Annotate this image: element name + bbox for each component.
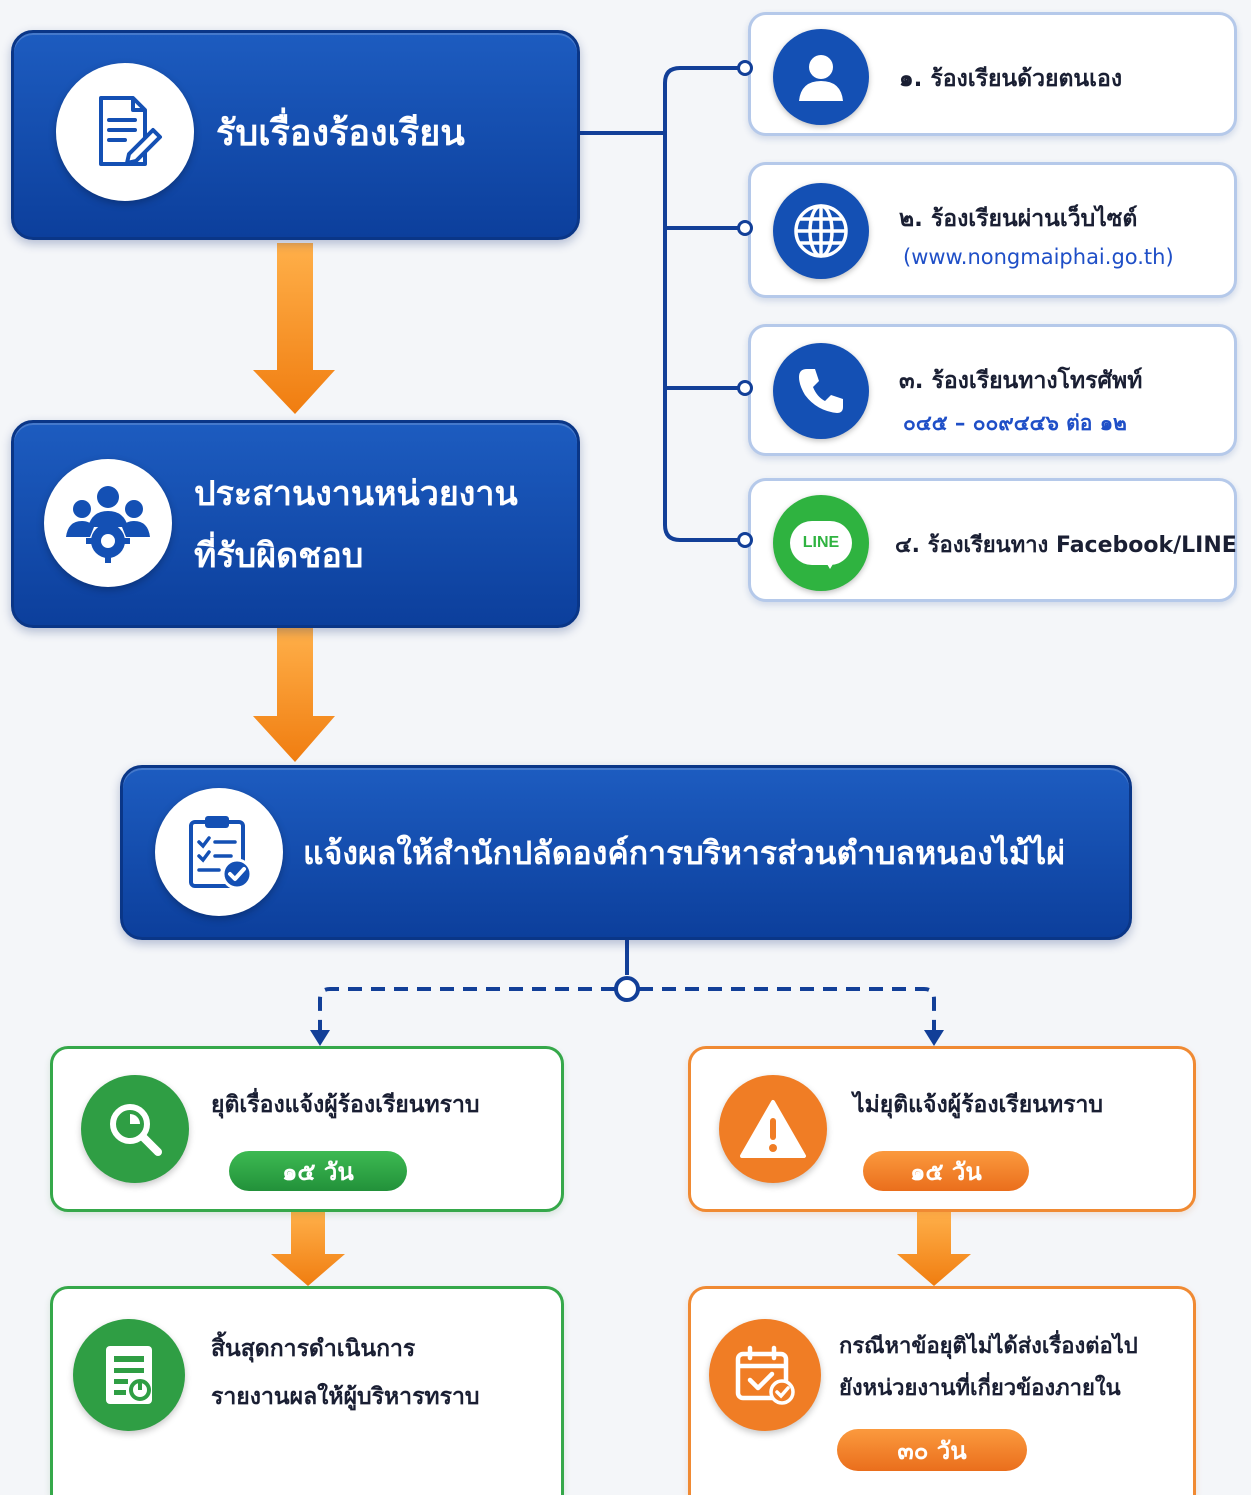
channel-connector-4	[737, 532, 753, 548]
phone-number: ๐๔๕ – ๐๐๙๔๔๖ ต่อ ๑๒	[903, 411, 1127, 435]
step-coordinate-box: ประสานงานหน่วยงาน ที่รับผิดชอบ	[11, 420, 580, 628]
channel-card-in-person: ๑. ร้องเรียนด้วยตนเอง	[748, 12, 1237, 136]
phone-icon	[773, 343, 869, 439]
outcome-resolved-badge: ๑๕ วัน	[229, 1151, 407, 1191]
outcome-unresolved-text: ไม่ยุติแจ้งผู้ร้องเรียนทราบ	[853, 1092, 1103, 1118]
calendar-check-icon	[709, 1319, 821, 1431]
step-receive-box: รับเรื่องร้องเรียน	[11, 30, 580, 240]
outcome-forward-line1: กรณีหาข้อยุติไม่ได้ส่งเรื่องต่อไป	[839, 1334, 1138, 1359]
step-report-title: แจ้งผลให้สำนักปลัดองค์การบริหารส่วนตำบลห…	[303, 834, 1065, 872]
step-report-icon-circle	[155, 788, 283, 916]
outcome-resolved-text: ยุติเรื่องแจ้งผู้ร้องเรียนทราบ	[211, 1092, 480, 1118]
step-report-box: แจ้งผลให้สำนักปลัดองค์การบริหารส่วนตำบลห…	[120, 765, 1132, 940]
outcome-unresolved-card: ไม่ยุติแจ้งผู้ร้องเรียนทราบ ๑๕ วัน	[688, 1046, 1196, 1212]
outcome-forward-line2: ยังหน่วยงานที่เกี่ยวข้องภายใน	[839, 1376, 1121, 1401]
clipboard-check-icon	[189, 816, 253, 890]
channel-label-facebook-line: ๔. ร้องเรียนทาง Facebook/LINE	[895, 533, 1237, 558]
channel-label-in-person: ๑. ร้องเรียนด้วยตนเอง	[899, 66, 1123, 92]
step-coordinate-title-line1: ประสานงานหน่วยงาน	[194, 474, 518, 514]
branch-arrowhead-right	[924, 1030, 944, 1046]
document-pen-icon	[99, 96, 162, 166]
channel-label-website: ๒. ร้องเรียนผ่านเว็บไซต์	[899, 206, 1138, 232]
website-url[interactable]: (www.nongmaiphai.go.th)	[903, 245, 1174, 269]
outcome-end-card: สิ้นสุดการดำเนินการ รายงานผลให้ผู้บริหาร…	[50, 1286, 564, 1495]
outcome-forward-card: กรณีหาข้อยุติไม่ได้ส่งเรื่องต่อไป ยังหน่…	[688, 1286, 1196, 1495]
channel-connector-3	[737, 380, 753, 396]
channel-label-phone: ๓. ร้องเรียนทางโทรศัพท์	[899, 368, 1143, 394]
branch-lines	[318, 938, 936, 1034]
step-coordinate-title-line2: ที่รับผิดชอบ	[194, 536, 364, 576]
channel-connector-1	[737, 60, 753, 76]
arrow-receive-to-coordinate	[253, 243, 335, 414]
search-icon	[81, 1075, 189, 1183]
step-receive-icon-circle	[56, 63, 194, 201]
warning-icon	[719, 1075, 827, 1183]
step-coordinate-icon-circle	[44, 459, 172, 587]
outcome-unresolved-badge: ๑๕ วัน	[863, 1151, 1029, 1191]
person-icon	[773, 29, 869, 125]
arrow-unresolved-to-forward	[897, 1212, 971, 1286]
team-gear-icon	[66, 486, 150, 563]
arrow-coordinate-to-report	[253, 628, 335, 762]
channel-tree-lines	[580, 66, 742, 542]
channel-connector-2	[737, 220, 753, 236]
report-icon	[73, 1319, 185, 1431]
globe-icon	[773, 183, 869, 279]
outcome-end-line2: รายงานผลให้ผู้บริหารทราบ	[211, 1384, 480, 1410]
branch-node	[614, 976, 640, 1002]
outcome-forward-badge: ๓๐ วัน	[837, 1429, 1027, 1471]
step-receive-title: รับเรื่องร้องเรียน	[216, 113, 465, 154]
line-icon-text: LINE	[802, 534, 840, 551]
outcome-resolved-card: ยุติเรื่องแจ้งผู้ร้องเรียนทราบ ๑๕ วัน	[50, 1046, 564, 1212]
branch-arrowhead-left	[310, 1030, 330, 1046]
channel-card-phone: ๓. ร้องเรียนทางโทรศัพท์ ๐๔๕ – ๐๐๙๔๔๖ ต่อ…	[748, 324, 1237, 456]
channel-card-website: ๒. ร้องเรียนผ่านเว็บไซต์ (www.nongmaipha…	[748, 162, 1237, 298]
channel-card-facebook-line: LINE ๔. ร้องเรียนทาง Facebook/LINE	[748, 478, 1237, 602]
outcome-end-line1: สิ้นสุดการดำเนินการ	[211, 1336, 416, 1362]
line-icon: LINE	[773, 495, 869, 591]
arrow-resolved-to-end	[271, 1212, 345, 1286]
